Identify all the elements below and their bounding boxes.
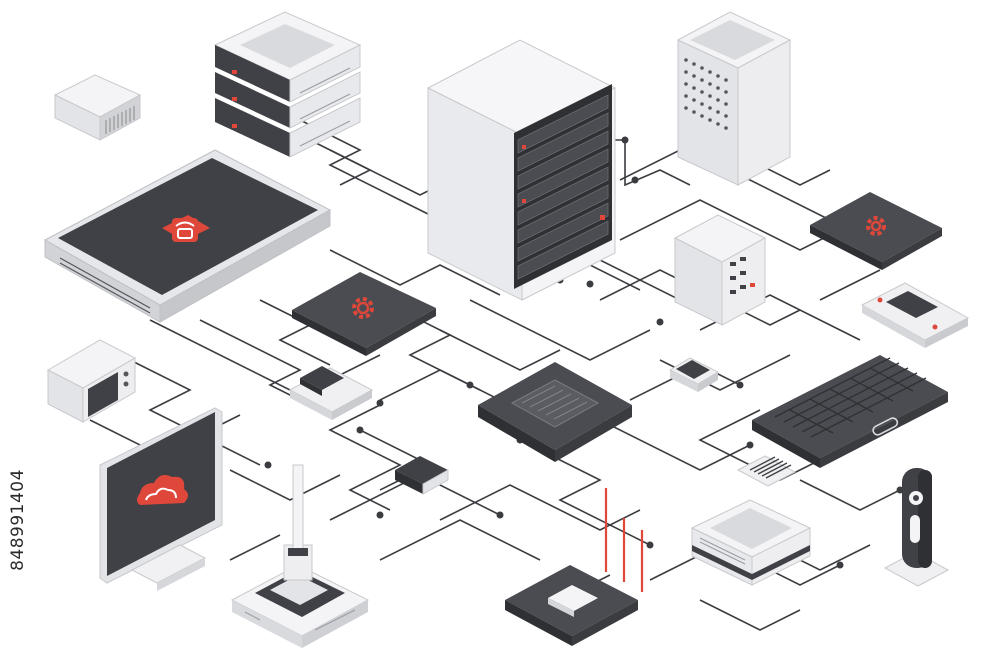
antenna-tower-icon bbox=[230, 464, 370, 648]
small-server-unit-icon bbox=[53, 74, 142, 141]
microwave-unit-icon bbox=[46, 339, 137, 423]
server-layer bbox=[215, 44, 361, 103]
keyboard-icon bbox=[752, 355, 948, 468]
handheld-terminal-icon bbox=[860, 282, 970, 348]
small-node-icon bbox=[668, 357, 720, 392]
server-layer bbox=[215, 71, 361, 129]
small-chip-icon bbox=[395, 456, 449, 495]
printer-unit-icon bbox=[288, 366, 374, 420]
network-switch-icon bbox=[690, 499, 812, 586]
main-server-tower-icon bbox=[426, 39, 617, 301]
gear-icon bbox=[866, 216, 886, 236]
barcode-chip-icon bbox=[736, 455, 797, 487]
rack-server-stack-icon bbox=[213, 11, 362, 158]
phone-icon bbox=[162, 215, 210, 242]
drive-bays bbox=[517, 94, 609, 280]
central-processor-hub-icon bbox=[478, 362, 632, 462]
gear-hub-node-icon bbox=[292, 272, 436, 356]
cloud-icon bbox=[137, 475, 188, 505]
stock-image-id: 848991404 bbox=[4, 420, 32, 620]
small-storage-cabinet-icon bbox=[673, 214, 767, 326]
wifi-router-icon bbox=[505, 488, 644, 646]
gear-icon bbox=[352, 297, 374, 319]
storage-tower-icon bbox=[676, 11, 792, 186]
gear-hub-node-right-icon bbox=[810, 192, 942, 270]
tablet-device-icon bbox=[43, 149, 332, 323]
monitor-cloud-icon bbox=[99, 407, 223, 591]
speaker-icon bbox=[883, 468, 950, 587]
stock-image-id-text: 848991404 bbox=[8, 469, 28, 571]
key-grid bbox=[774, 357, 927, 438]
